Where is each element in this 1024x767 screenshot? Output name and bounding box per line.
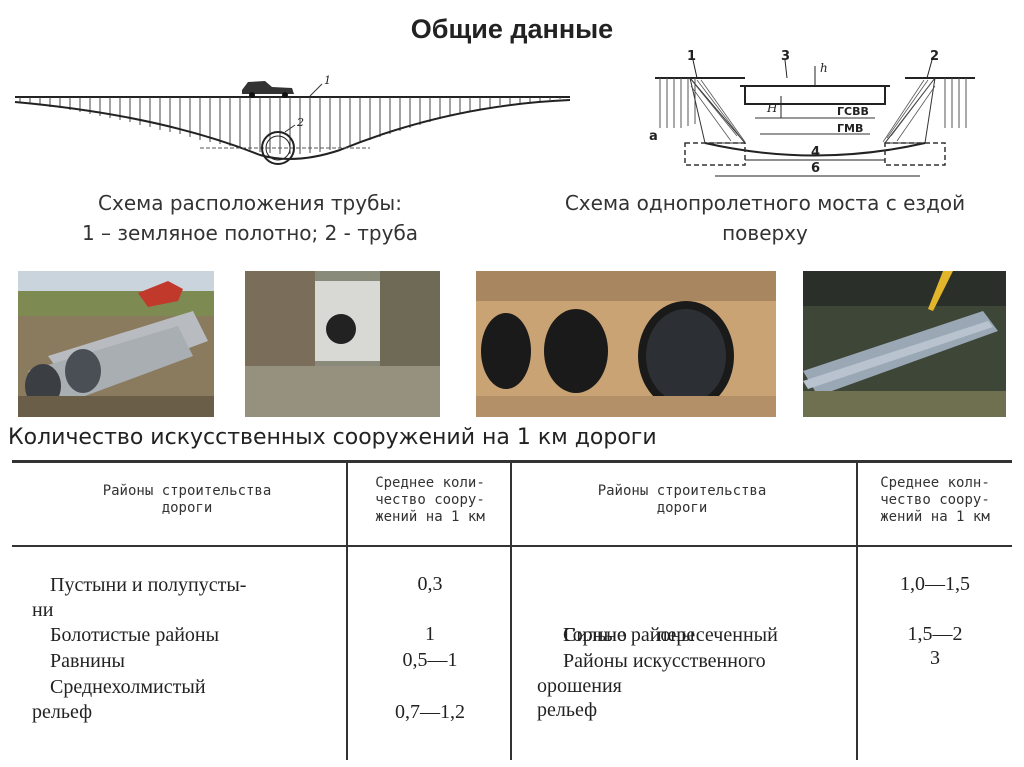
table-value: 1,0—1,5 (900, 573, 970, 595)
bridge-label-gsvv: ГСВВ (837, 105, 869, 118)
photo-triple-pipe-culvert (476, 271, 776, 417)
photo-pipe-headwall (245, 271, 440, 417)
table-row: Пустыни и полупусты- ни (32, 574, 247, 621)
header-regions-left: Районы строительства дороги (102, 483, 272, 516)
table-value: 1 (425, 623, 435, 645)
bridge-label-2: 2 (930, 49, 939, 64)
diagram-label-1: 1 (324, 74, 331, 87)
pipe-diagram-caption: Схема расположения трубы: 1 – земляное п… (81, 191, 419, 245)
table-row: Горные районы (563, 624, 695, 646)
diagram-label-2: 2 (296, 116, 304, 129)
bridge-label-a: а (649, 129, 658, 144)
table-divider-2 (510, 460, 512, 760)
table-header-rule (12, 545, 1012, 547)
header-count-left: Среднее коли- чество соору- жений на 1 к… (375, 475, 485, 525)
page-title: Общие данные (410, 14, 614, 44)
bridge-diagram-caption: Схема однопролетного моста с ездой повер… (564, 191, 966, 245)
section-subheading: Количество искусственных сооружений на 1… (8, 425, 657, 450)
table-row: Среднехолмистый рельеф (32, 676, 206, 723)
table-row: Равнины (50, 650, 125, 672)
bridge-label-3: 3 (781, 49, 790, 64)
table-divider-1 (346, 460, 348, 760)
bridge-label-1: 1 (687, 49, 696, 64)
table-row: Сильно пересеченный рельеф (537, 624, 778, 721)
header-count-right: Среднее колн- чество соору- жений на 1 к… (880, 475, 990, 525)
bridge-label-H: H (766, 101, 778, 115)
bridge-label-4: 4 (811, 145, 820, 160)
table-value: 0,5—1 (402, 649, 458, 671)
photo-pipe-installation (803, 271, 1006, 417)
bridge-label-h: h (820, 61, 828, 75)
table-top-rule (12, 460, 1012, 463)
table-value: 0,7—1,2 (395, 701, 465, 723)
photo-corrugated-pipes (18, 271, 214, 417)
table-value: 1,5—2 (907, 623, 963, 645)
bridge-label-6: 6 (811, 161, 820, 176)
table-value: 3 (930, 647, 940, 669)
bridge-label-gmv: ГМВ (837, 122, 863, 135)
structures-table: Районы строительства дороги Среднее коли… (12, 455, 1020, 767)
table-row: Районы искусственного орошения (537, 650, 766, 697)
bridge-diagram: 1 2 3 h H ГСВВ ГМВ 4 6 а (645, 48, 980, 188)
table-row: Болотистые районы (50, 624, 220, 646)
table-value: 0,3 (417, 573, 443, 595)
pipe-layout-diagram: 1 2 (10, 70, 575, 180)
header-regions-right: Районы строительства дороги (597, 483, 767, 516)
table-divider-3 (856, 460, 858, 760)
